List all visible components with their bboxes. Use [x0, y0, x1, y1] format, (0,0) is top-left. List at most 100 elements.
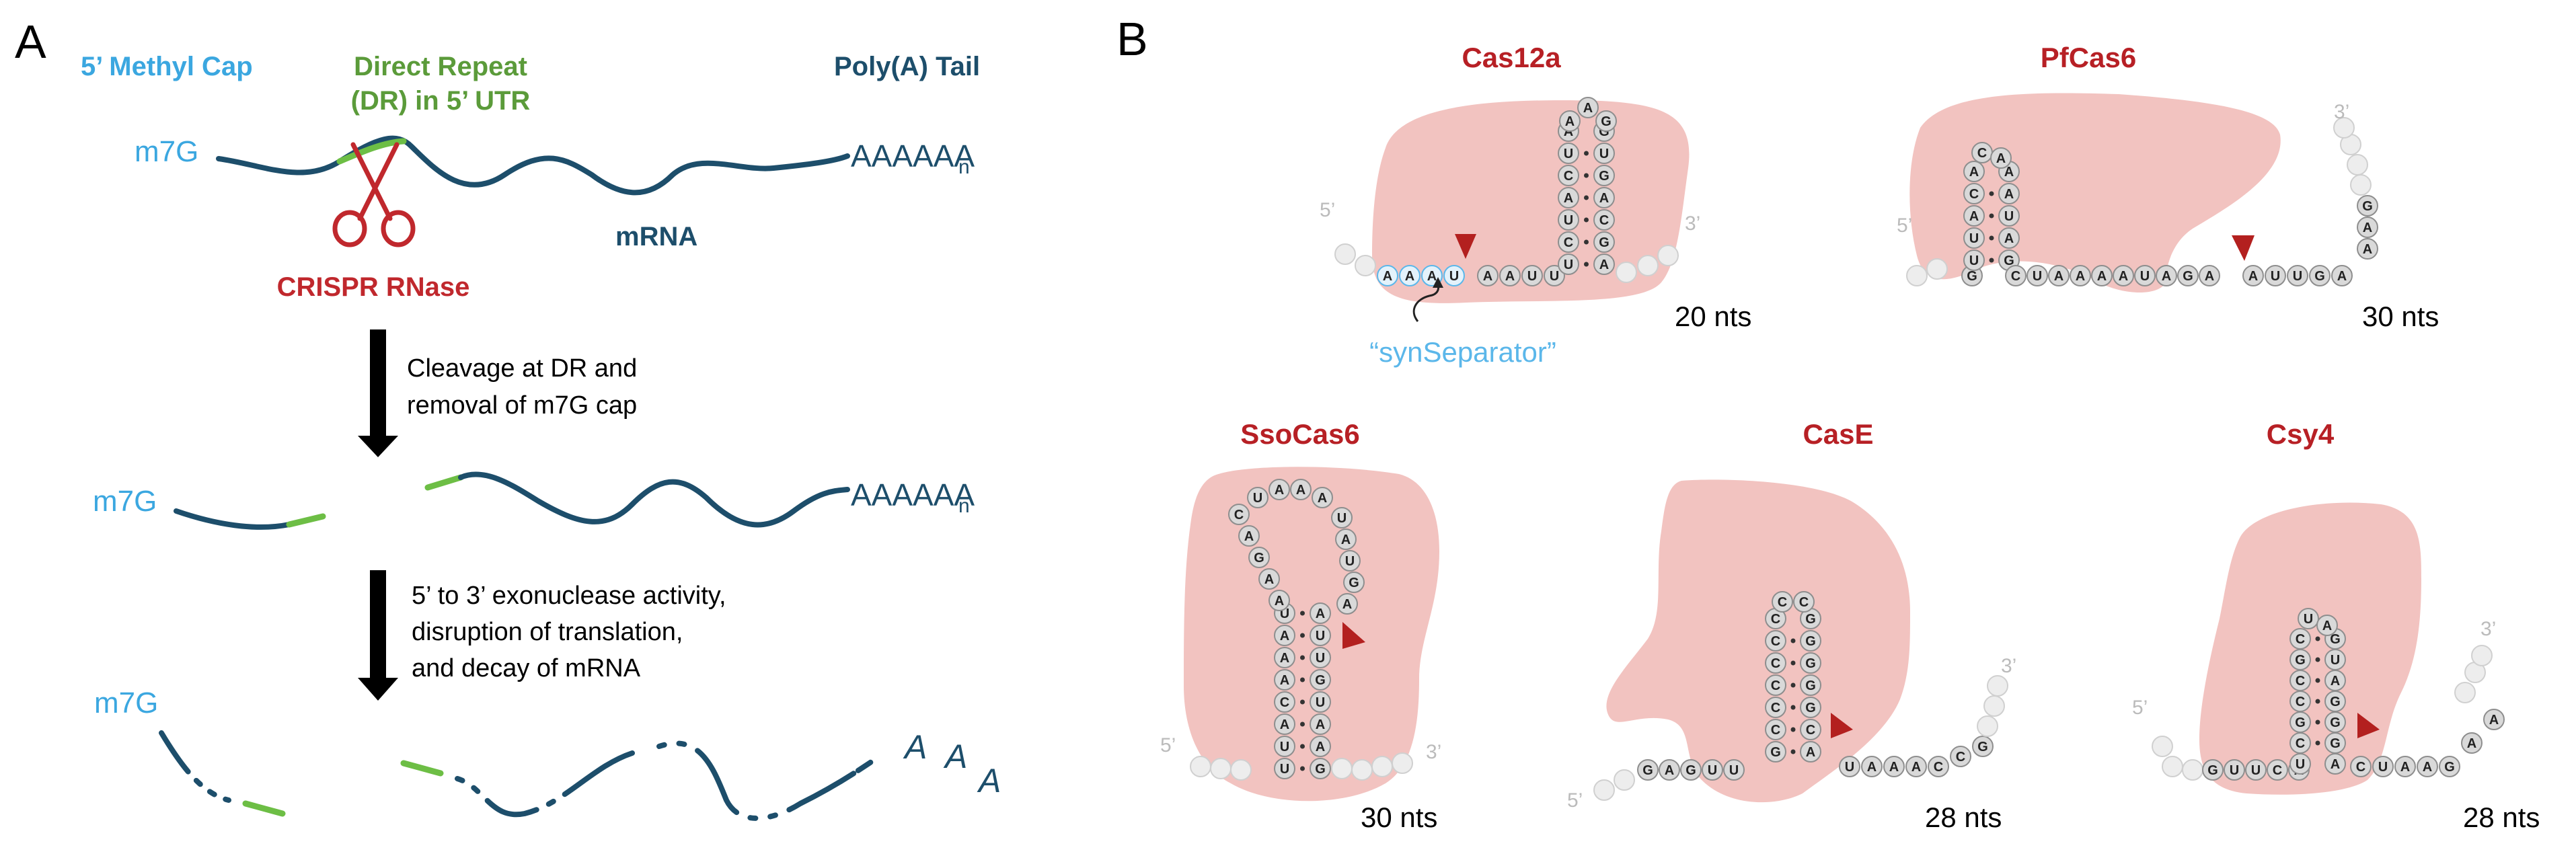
cleaved-dr-left [286, 513, 326, 528]
case-stem-nucleotide: G [1800, 697, 1821, 718]
m7g-cap-middle: m7G [93, 485, 157, 518]
ssocas6-stem-nucleotide: A [1310, 602, 1331, 624]
case-nucleotide: A [1883, 756, 1905, 777]
csy4-stem-nucleotide: C [2289, 732, 2311, 754]
svg-text:C: C [1778, 595, 1787, 610]
flank-nucleotide [2182, 759, 2203, 781]
svg-text:G: G [1805, 656, 1816, 671]
cas12a-nucleotide: U [1544, 265, 1565, 286]
svg-text:A: A [1969, 209, 1979, 224]
ssocas6-stem-nucleotide: A [1310, 713, 1331, 735]
svg-text:A: A [1316, 740, 1325, 754]
cas12a-nucleotide: U [1521, 265, 1543, 286]
cas12a-stem-nucleotide: A [1593, 253, 1615, 275]
cas12a-3prime-label: 3’ [1685, 212, 1700, 235]
pfcas6-3prime-label: 3’ [2334, 101, 2349, 123]
case-title: CasE [1803, 418, 1873, 450]
pfcas6-nucleotide: A [2070, 265, 2091, 286]
svg-text:G: G [1315, 673, 1326, 688]
svg-text:U: U [2033, 269, 2042, 284]
csy4-loop-nucleotide: A [2316, 615, 2338, 636]
case-base-pair-mark [1790, 682, 1796, 688]
svg-text:U: U [1449, 269, 1459, 284]
case-base-pair-mark [1790, 727, 1796, 732]
case-stem-nucleotide: G [1800, 608, 1821, 629]
ssocas6-loop-nucleotide: A [1258, 568, 1280, 590]
pfcas6-nucleotide: A [2331, 265, 2353, 286]
case-loop-nucleotide: C [1793, 591, 1815, 613]
pfcas6-base-pair-mark [1989, 235, 1994, 241]
pfcas6-stem-nucleotide: U [1998, 205, 2020, 227]
ssocas6-base-pair-mark [1300, 766, 1305, 771]
svg-text:C: C [2356, 760, 2365, 775]
csy4-stem-nucleotide: A [2324, 753, 2346, 775]
svg-text:A: A [1599, 258, 1609, 272]
case-base-pair-mark [1790, 638, 1796, 643]
svg-text:U: U [1527, 269, 1537, 284]
svg-text:A: A [1280, 651, 1289, 666]
csy4-nucleotide: U [2245, 759, 2267, 781]
case-nucleotide: C [1928, 756, 1949, 777]
svg-text:U: U [2251, 763, 2261, 778]
cas12a-base-pair-mark [1584, 262, 1589, 267]
svg-text:C: C [1969, 187, 1979, 202]
case-nucleotide: C [1950, 746, 1971, 767]
cas12a-nucleotide: A [1499, 265, 1521, 286]
svg-text:U: U [1564, 213, 1573, 228]
csy4-protein-blob [2199, 502, 2421, 795]
step2-arrow-head [358, 678, 398, 701]
svg-text:C: C [1771, 634, 1780, 649]
svg-text:C: C [2296, 736, 2305, 751]
decay-fragment-1 [159, 730, 231, 803]
ssocas6-cleavage-site-icon [1342, 622, 1365, 649]
dr-label-line2: (DR) in 5’ UTR [351, 86, 531, 116]
case-cleavage-site-icon [1831, 713, 1853, 738]
svg-text:G: G [2330, 715, 2341, 730]
case-5prime-label: 5’ [1567, 789, 1583, 812]
pfcas6-nucleotide: A [2048, 265, 2070, 286]
flank-nucleotide [1987, 675, 2008, 697]
svg-text:A: A [2054, 269, 2063, 284]
cas12a-loop-nucleotide: A [1577, 97, 1599, 118]
pfcas6-nucleotide: U [2287, 265, 2308, 286]
panel-a-letter: A [15, 15, 46, 68]
case-nucleotide: U [1839, 756, 1860, 777]
svg-text:G: G [2295, 715, 2306, 730]
csy4-stem-nucleotide: G [2289, 649, 2311, 670]
flank-nucleotide [2162, 756, 2183, 777]
ssocas6-stem-nucleotide: A [1274, 669, 1295, 691]
case-stem-nucleotide: G [1800, 674, 1821, 696]
svg-text:C: C [2296, 674, 2305, 689]
case-protein-blob [1606, 479, 1910, 803]
case-stem-nucleotide: C [1765, 674, 1786, 696]
csy4-base-pair-mark [2315, 719, 2320, 725]
svg-text:U: U [2304, 612, 2313, 627]
csy4-nucleotide: G [2202, 759, 2224, 781]
pfcas6-nucleotide: G [2177, 265, 2199, 286]
svg-text:G: G [1805, 701, 1816, 715]
case-stem-nucleotide: G [1800, 630, 1821, 652]
case-nucleotide: U [1723, 759, 1745, 781]
cas12a-nucleotide: A [1477, 265, 1499, 286]
ssocas6-loop-nucleotide: A [1312, 487, 1333, 508]
svg-text:A: A [2331, 674, 2340, 689]
flank-nucleotide [1230, 759, 1252, 781]
svg-text:U: U [1564, 258, 1573, 272]
svg-text:A: A [1405, 269, 1414, 284]
pfcas6-nucleotide: A [2357, 238, 2378, 260]
svg-text:U: U [2140, 269, 2150, 284]
csy4-stem-nucleotide: G [2324, 711, 2346, 733]
flank-nucleotide [2347, 154, 2368, 175]
pfcas6-nucleotide: A [2357, 217, 2378, 238]
svg-text:U: U [1845, 760, 1854, 775]
svg-text:A: A [2423, 760, 2432, 775]
svg-text:U: U [1550, 269, 1559, 284]
ssocas6-loop-nucleotide: C [1228, 504, 1250, 525]
svg-text:G: G [1254, 551, 1264, 565]
ssocas6-base-pair-mark [1300, 721, 1305, 727]
pfcas6-cleavage-site-icon [2232, 235, 2255, 261]
step1-arrow-head [358, 436, 398, 457]
cas12a-stem-nucleotide: A [1558, 187, 1579, 208]
pfcas6-nucleotide: A [2156, 265, 2177, 286]
svg-text:A: A [1296, 483, 1305, 498]
